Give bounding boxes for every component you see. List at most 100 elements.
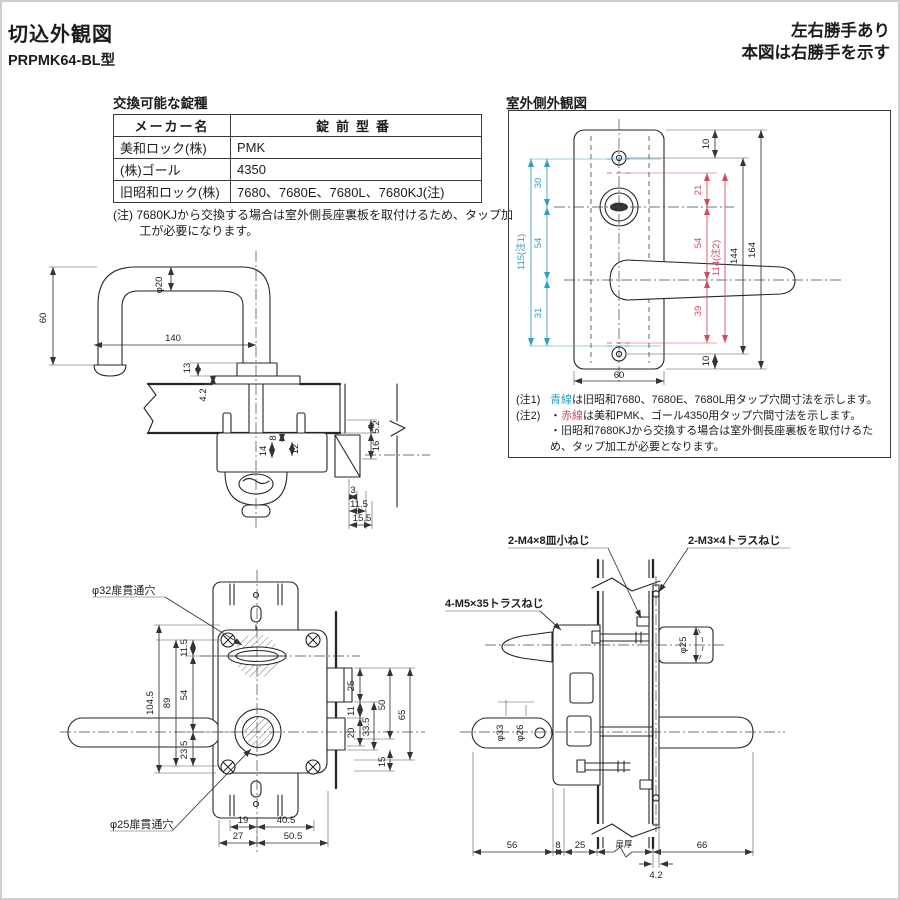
dim-label: 10 <box>701 139 712 150</box>
table-header-row: メーカー名 錠前型番 <box>113 114 482 137</box>
dim-label: φ33 <box>495 725 506 742</box>
dim-label: 10 <box>701 356 712 367</box>
dim-label: 11.5 <box>179 639 190 657</box>
dim-label: 20 <box>346 728 357 739</box>
dim-label: 19 <box>238 815 249 826</box>
dim-label: 4.2 <box>649 870 662 881</box>
note-line: ・旧昭和7680KJから交換する場合は室外側長座裏板を取付けるため、タップ加工が… <box>516 424 885 455</box>
dim-label: φ20 <box>154 277 165 294</box>
note-colored-word: 青線 <box>550 394 572 406</box>
lock-case <box>471 624 654 786</box>
phillips-screw <box>305 759 321 775</box>
dim-label: 15 <box>377 757 388 768</box>
dim-label: 114(注2) <box>710 240 722 276</box>
door-section <box>591 558 661 850</box>
phillips-screw <box>305 632 321 648</box>
note-colored-word: 赤線 <box>561 409 583 422</box>
dim-label: 144 <box>729 248 740 264</box>
exterior-notes: (注1) 青線は旧昭和7680、7680E、7680L用タップ穴間寸法を示します… <box>509 393 890 455</box>
note-body: 青線は旧昭和7680、7680E、7680L用タップ穴間寸法を示します。 <box>550 393 885 409</box>
lever-handle <box>67 717 221 748</box>
header-left: 切込外観図 PRPMK64-BL型 <box>8 18 115 70</box>
dim-label: 13 <box>182 363 193 374</box>
replaceable-lock-table-block: 交換可能な錠種 メーカー名 錠前型番 美和ロック(株) PMK (株)ゴール 4… <box>113 92 513 239</box>
handle-side-section-drawing: 60 φ20 140 13 4.2 8 14 12 5.2 16 3 11.5 … <box>38 251 430 529</box>
dim-label: 11 <box>346 706 357 716</box>
centerlines <box>554 119 841 383</box>
model-number: PRPMK64-BL型 <box>8 53 116 69</box>
table-caption: 交換可能な錠種 <box>113 96 208 111</box>
col-model: 錠前型番 <box>230 114 482 137</box>
dim-label: 4.2 <box>198 388 209 401</box>
dim-label: 21 <box>693 185 704 196</box>
table-row: 旧昭和ロック(株) 7680、7680E、7680L、7680KJ(注) <box>113 180 482 203</box>
lock-side-view-drawing: 2-M4×8皿小ねじ 2-M3×4トラスねじ 4-M5×35トラスねじ φ25 … <box>445 533 790 881</box>
dim-label: 60 <box>614 370 625 381</box>
dim-label: 23.5 <box>179 741 190 760</box>
dim-label: 115(注1) <box>515 234 527 270</box>
note-text: は美和PMK、ゴール4350用タップ穴間寸法を示します。 <box>583 409 862 422</box>
dim-label: 33.5 <box>361 718 372 737</box>
lock-front-view-drawing: φ32扉貫通穴 φ25扉貫通穴 11.5 54 23.5 89 104.5 25… <box>60 570 425 855</box>
maker-cell: 美和ロック(株) <box>113 136 231 159</box>
dim-label: φ25 <box>678 637 689 654</box>
lock-case <box>217 629 328 775</box>
dim-label: 15.5 <box>353 513 372 524</box>
note-body: ・赤線は美和PMK、ゴール4350用タップ穴間寸法を示します。 <box>550 409 885 425</box>
latch-and-deadbolt <box>326 667 353 751</box>
note-text: は旧昭和7680、7680E、7680L用タップ穴間寸法を示します。 <box>572 394 878 406</box>
dim-label: 164 <box>747 242 758 258</box>
dim-label: 65 <box>397 710 408 721</box>
leader-lines <box>92 596 252 832</box>
screw-label: 2-M4×8皿小ねじ <box>508 533 590 547</box>
cylinder-tail <box>501 631 553 663</box>
dim-label: 27 <box>233 831 244 842</box>
dim-label: 54 <box>533 238 544 249</box>
lever-handle-profile <box>93 266 301 434</box>
labels: 2-M4×8皿小ねじ 2-M3×4トラスねじ 4-M5×35トラスねじ φ25 … <box>445 533 780 881</box>
dim-label: 扉厚 <box>615 839 633 849</box>
note-tag: (注2) <box>516 409 541 422</box>
dim-label: 60 <box>38 313 49 324</box>
model-cell: PMK <box>230 136 482 159</box>
dimension-lines <box>472 627 754 868</box>
dim-label: 12 <box>290 444 301 455</box>
note-body: ・旧昭和7680KJから交換する場合は室外側長座裏板を取付けるため、タップ加工が… <box>550 424 885 455</box>
dim-label: 16 <box>371 441 382 452</box>
dimension-labels: 30 54 31 115(注1) 21 54 39 114(注2) 144 16… <box>515 139 758 381</box>
page-title: 切込外観図 <box>8 24 113 46</box>
note-line: (注2) ・赤線は美和PMK、ゴール4350用タップ穴間寸法を示します。 <box>516 409 885 425</box>
outside-lever <box>658 716 754 749</box>
exterior-view-title: 室外側外観図 <box>506 96 587 111</box>
labels: φ32扉貫通穴 φ25扉貫通穴 11.5 54 23.5 89 104.5 25… <box>92 583 408 842</box>
note-text: 旧昭和7680KJから交換する場合は室外側長座裏板を取付けるため、タップ加工が必… <box>550 425 874 453</box>
dim-label: 40.5 <box>277 815 296 826</box>
table-footnote: (注) 7680KJから交換する場合は室外側長座裏板を取付けるため、タップ加工が… <box>113 208 514 239</box>
maker-cell: (株)ゴール <box>113 158 231 181</box>
dim-label: 31 <box>533 308 544 319</box>
dim-label: 104.5 <box>145 691 156 715</box>
exterior-view-panel: 30 54 31 115(注1) 21 54 39 114(注2) 144 16… <box>508 110 891 458</box>
dim-label: 11.5 <box>350 499 368 510</box>
dim-label: 5.2 <box>371 420 382 433</box>
dim-label: 8 <box>555 840 560 851</box>
dimension-labels: 60 φ20 140 13 4.2 8 14 12 5.2 16 3 11.5 … <box>38 277 382 524</box>
model-cell: 7680、7680E、7680L、7680KJ(注) <box>230 180 482 203</box>
note-line: (注1) 青線は旧昭和7680、7680E、7680L用タップ穴間寸法を示します… <box>516 393 885 409</box>
dim-label: φ26 <box>515 725 526 742</box>
leader-lines <box>445 547 790 631</box>
handing-note-line1: 左右勝手あり <box>791 22 890 40</box>
screw-label: 4-M5×35トラスねじ <box>445 597 544 610</box>
dim-label: 3 <box>350 485 355 496</box>
phillips-screw <box>220 759 236 775</box>
dim-label: 140 <box>165 333 181 344</box>
dim-label: 8 <box>268 435 279 440</box>
dim-label: 25 <box>575 840 586 851</box>
header-right: 左右勝手あり 本図は右勝手を示す <box>742 20 891 65</box>
lock-compatibility-table: メーカー名 錠前型番 美和ロック(株) PMK (株)ゴール 4350 旧昭和ロ… <box>113 114 482 203</box>
screw-label: 2-M3×4トラスねじ <box>688 534 780 547</box>
note-bullet: ・ <box>550 409 561 422</box>
hole-label: φ25扉貫通穴 <box>110 817 173 831</box>
note-bullet: ・ <box>550 425 561 438</box>
